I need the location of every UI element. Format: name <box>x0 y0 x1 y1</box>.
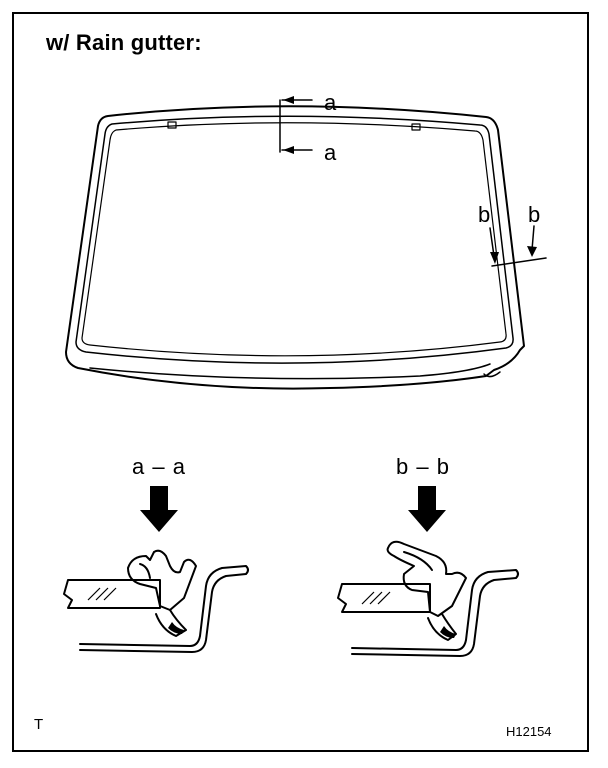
section-a-glass-hatch-1 <box>87 587 101 601</box>
arrowhead-a-bottom <box>283 146 294 154</box>
section-b-molding-lip <box>403 551 433 571</box>
arrowhead-b-left <box>490 252 499 264</box>
section-b-molding <box>386 540 467 617</box>
cowl-notch <box>483 371 501 378</box>
section-a-adhesive-fill <box>168 622 184 634</box>
windshield-inner-outline <box>75 115 514 364</box>
section-b-adhesive-fill <box>440 626 456 638</box>
section-b-glass <box>337 583 431 613</box>
section-a-view-arrow <box>140 486 178 532</box>
section-a-body-panel <box>79 565 249 653</box>
corner-mark: T <box>34 716 44 733</box>
section-a-glass <box>63 579 161 609</box>
cowl-lower-curve <box>89 363 491 380</box>
diagram-heading: w/ Rain gutter: <box>46 30 202 55</box>
section-a-glass-hatch-2 <box>95 587 109 601</box>
clip-left <box>167 121 177 129</box>
section-a-glass-hatch-3 <box>103 587 117 601</box>
arrowhead-a-top <box>283 96 294 104</box>
section-b-glass-hatch-3 <box>377 591 391 605</box>
section-b-title: b – b <box>396 454 450 479</box>
clip-right <box>411 123 421 131</box>
marker-b-left: b <box>478 202 490 227</box>
section-a-molding-lip <box>139 563 151 579</box>
section-b-arrow-left <box>489 227 495 257</box>
section-a-title: a – a <box>132 454 186 479</box>
marker-b-right: b <box>528 202 540 227</box>
section-b-arrow-right <box>531 225 535 251</box>
molding-inner-line <box>81 122 507 357</box>
figure-code: H12154 <box>506 724 552 739</box>
figure-frame <box>12 12 589 752</box>
marker-a-bottom: a <box>324 140 337 165</box>
section-a-molding <box>127 549 197 611</box>
section-b-cut-line <box>491 257 547 267</box>
section-b-view-arrow <box>408 486 446 532</box>
section-b-glass-hatch-1 <box>361 591 375 605</box>
windshield-outer-outline <box>65 105 525 390</box>
arrowhead-b-right <box>527 246 537 257</box>
marker-a-top: a <box>324 90 337 115</box>
section-b-body-panel <box>351 569 519 657</box>
section-b-glass-hatch-2 <box>369 591 383 605</box>
